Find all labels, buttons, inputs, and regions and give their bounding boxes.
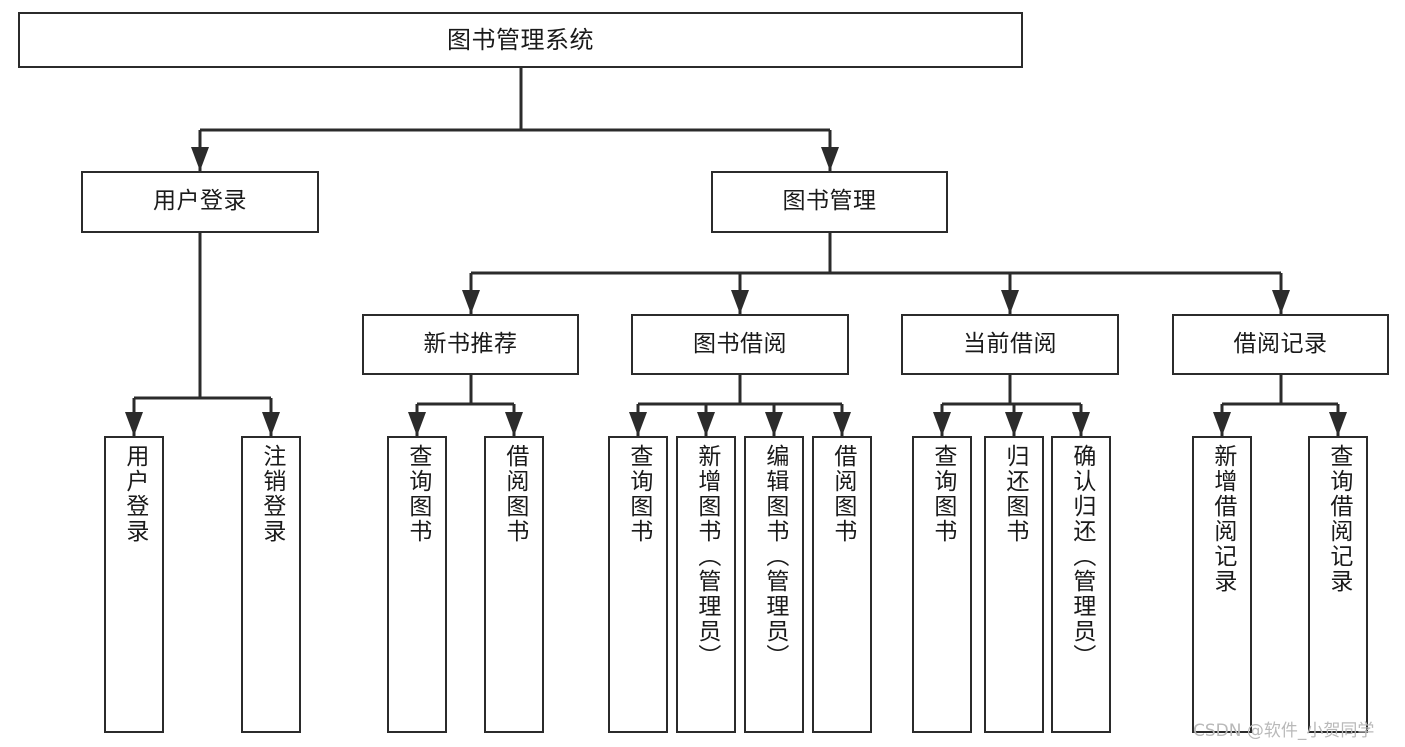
node-leaf-edit-book[interactable]: 编辑图书（管理员） (744, 436, 804, 733)
node-label-leaf-add-book: 新增图书（管理员） (693, 444, 720, 669)
arrowhead-new-book-recommend (462, 290, 480, 314)
node-label-leaf-query-record: 查询借阅记录 (1325, 444, 1352, 594)
node-label-user-login: 用户登录 (153, 188, 247, 215)
arrowhead-leaf-add-book (697, 412, 715, 436)
arrowhead-leaf-borrow-book-1 (505, 412, 523, 436)
arrowhead-book-borrow (731, 290, 749, 314)
node-leaf-add-book[interactable]: 新增图书（管理员） (676, 436, 736, 733)
node-label-leaf-edit-book: 编辑图书（管理员） (761, 444, 788, 669)
arrowhead-leaf-query-record (1329, 412, 1347, 436)
node-book-manage[interactable]: 图书管理 (711, 171, 948, 233)
arrowhead-leaf-logout (262, 412, 280, 436)
arrowhead-leaf-return-book (1005, 412, 1023, 436)
arrowhead-book-manage (821, 147, 839, 171)
arrowhead-user-login (191, 147, 209, 171)
node-new-book-recommend[interactable]: 新书推荐 (362, 314, 579, 375)
node-label-new-book-recommend: 新书推荐 (423, 330, 518, 357)
node-leaf-query-book-3[interactable]: 查询图书 (912, 436, 972, 733)
node-label-leaf-return-book: 归还图书 (1001, 444, 1028, 544)
node-label-leaf-user-login: 用户登录 (121, 444, 148, 544)
node-leaf-return-book[interactable]: 归还图书 (984, 436, 1044, 733)
node-label-book-manage: 图书管理 (782, 188, 877, 215)
node-label-leaf-query-book-2: 查询图书 (625, 444, 652, 544)
node-label-root: 图书管理系统 (447, 25, 594, 54)
node-label-leaf-query-book-3: 查询图书 (929, 444, 956, 544)
node-root[interactable]: 图书管理系统 (18, 12, 1023, 68)
node-label-book-borrow: 图书借阅 (693, 330, 787, 357)
node-leaf-user-login[interactable]: 用户登录 (104, 436, 164, 733)
node-book-borrow[interactable]: 图书借阅 (631, 314, 849, 375)
node-label-borrow-record: 借阅记录 (1233, 330, 1328, 357)
arrowhead-leaf-query-book-2 (629, 412, 647, 436)
node-user-login[interactable]: 用户登录 (81, 171, 319, 233)
node-borrow-record[interactable]: 借阅记录 (1172, 314, 1389, 375)
node-label-leaf-add-record: 新增借阅记录 (1209, 444, 1236, 594)
node-leaf-query-record[interactable]: 查询借阅记录 (1308, 436, 1368, 733)
arrowhead-borrow-record (1272, 290, 1290, 314)
node-leaf-borrow-book-1[interactable]: 借阅图书 (484, 436, 544, 733)
node-label-leaf-borrow-book-1: 借阅图书 (501, 444, 528, 544)
watermark: CSDN @软件_小贺同学 (1193, 721, 1375, 741)
arrowhead-leaf-query-book-3 (933, 412, 951, 436)
node-label-leaf-logout: 注销登录 (258, 444, 285, 544)
arrowhead-leaf-edit-book (765, 412, 783, 436)
node-label-current-borrow: 当前借阅 (963, 330, 1057, 357)
arrowhead-current-borrow (1001, 290, 1019, 314)
arrowhead-leaf-user-login (125, 412, 143, 436)
node-leaf-add-record[interactable]: 新增借阅记录 (1192, 436, 1252, 733)
node-label-leaf-confirm-return: 确认归还（管理员） (1068, 444, 1095, 669)
node-leaf-confirm-return[interactable]: 确认归还（管理员） (1051, 436, 1111, 733)
arrowhead-leaf-confirm-return (1072, 412, 1090, 436)
node-leaf-borrow-book-2[interactable]: 借阅图书 (812, 436, 872, 733)
arrowhead-leaf-add-record (1213, 412, 1231, 436)
node-leaf-query-book-2[interactable]: 查询图书 (608, 436, 668, 733)
node-label-leaf-borrow-book-2: 借阅图书 (829, 444, 856, 544)
arrowhead-leaf-borrow-book-2 (833, 412, 851, 436)
node-label-leaf-query-book-1: 查询图书 (404, 444, 431, 544)
arrowhead-leaf-query-book-1 (408, 412, 426, 436)
node-leaf-logout[interactable]: 注销登录 (241, 436, 301, 733)
node-leaf-query-book-1[interactable]: 查询图书 (387, 436, 447, 733)
node-current-borrow[interactable]: 当前借阅 (901, 314, 1119, 375)
